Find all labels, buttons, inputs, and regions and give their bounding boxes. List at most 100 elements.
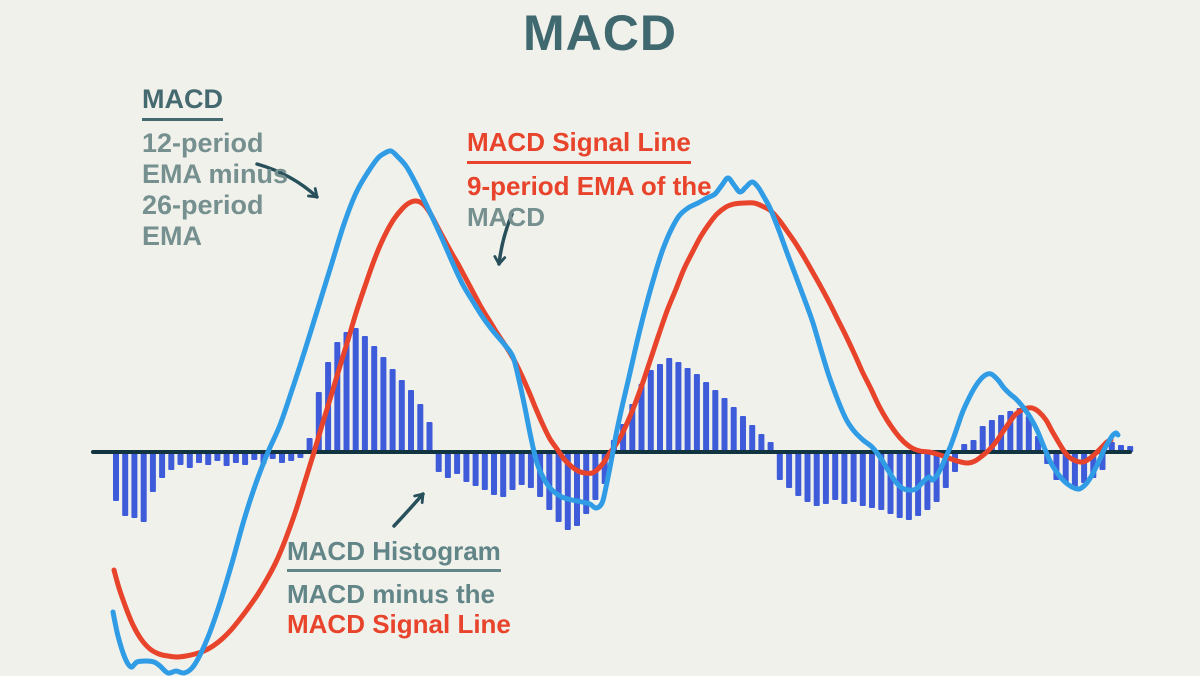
histogram-bar — [408, 390, 414, 452]
histogram-bar — [205, 452, 212, 465]
histogram-arrow — [392, 492, 425, 528]
signal-annotation-line1: 9-period EMA of the — [467, 171, 712, 201]
histogram-bar — [279, 452, 285, 463]
histogram-bar — [232, 452, 239, 463]
macd-annotation-line1: 12-period — [142, 128, 264, 158]
histogram-bar — [758, 434, 765, 452]
histogram-bar — [149, 452, 156, 492]
histogram-bar — [472, 452, 479, 486]
histogram-bar — [196, 452, 202, 463]
histogram-bar — [592, 452, 599, 500]
histogram-bar — [767, 442, 774, 452]
macd-annotation-heading: MACD — [142, 84, 223, 121]
histogram-bar — [1016, 408, 1023, 452]
histogram-bar — [693, 374, 700, 452]
histogram-annotation-heading: MACD Histogram — [287, 536, 501, 572]
histogram-bar — [859, 452, 866, 506]
macd-and-signal-lines — [110, 148, 1121, 676]
histogram-bar — [288, 452, 295, 461]
macd-line-annotation: MACD 12-period EMA minus 26-period EMA — [142, 84, 288, 252]
histogram-bar — [435, 452, 442, 472]
histogram-bar — [380, 357, 387, 452]
histogram-bar — [1062, 452, 1069, 483]
histogram-bar — [869, 452, 875, 508]
histogram-bar — [223, 452, 230, 466]
histogram-bar — [168, 452, 175, 470]
signal-line-arrow — [493, 212, 514, 266]
histogram-bar — [1081, 452, 1088, 483]
histogram-bar — [159, 452, 166, 478]
histogram-bar — [509, 452, 516, 490]
histogram-bar — [712, 390, 719, 452]
histogram-bar — [979, 426, 986, 452]
annotation-arrows — [255, 162, 514, 528]
histogram-bar — [214, 452, 221, 461]
signal-annotation-line2: MACD — [467, 202, 545, 232]
histogram-bar — [822, 452, 829, 504]
histogram-bar — [398, 380, 405, 452]
histogram-bar — [730, 407, 737, 452]
histogram-bar — [140, 452, 147, 522]
histogram-annotation-line2: MACD Signal Line — [287, 609, 511, 639]
macd-line-arrow — [255, 162, 319, 199]
histogram-bar — [657, 364, 663, 452]
histogram-bar — [444, 452, 451, 478]
histogram-bar — [361, 336, 368, 452]
histogram-annotation: MACD Histogram MACD minus the MACD Signa… — [287, 536, 511, 639]
histogram-bar — [555, 452, 562, 522]
histogram-bar — [527, 452, 534, 488]
histogram-bar — [638, 384, 645, 452]
macd-signal-line — [111, 198, 1114, 660]
histogram-bar — [749, 425, 756, 452]
histogram-bar — [546, 452, 553, 510]
histogram-bar — [675, 362, 682, 452]
histogram-bar — [850, 452, 857, 502]
macd-annotation-line2: EMA minus — [142, 159, 289, 189]
histogram-bar — [343, 332, 350, 452]
histogram-bar — [491, 452, 497, 495]
histogram-bar — [334, 342, 341, 452]
histogram-bar — [841, 452, 848, 504]
histogram-bar — [518, 452, 525, 485]
page-title: MACD — [523, 5, 677, 61]
histogram-bar — [795, 452, 802, 496]
histogram-bar — [564, 452, 571, 530]
macd-annotation-line4: EMA — [142, 221, 202, 251]
histogram-bar — [131, 452, 138, 518]
histogram-bar — [389, 369, 396, 452]
histogram-bar — [684, 368, 691, 452]
histogram-bar — [306, 438, 313, 452]
histogram-bar — [242, 452, 249, 465]
histogram-bar — [776, 452, 783, 480]
histogram-bar — [463, 452, 470, 482]
histogram-bar — [481, 452, 488, 490]
macd-line — [110, 148, 1121, 676]
histogram-bar — [647, 370, 654, 452]
histogram-bar — [371, 346, 378, 452]
histogram-bar — [500, 452, 507, 497]
histogram-bar — [352, 328, 359, 452]
signal-annotation-heading: MACD Signal Line — [467, 127, 691, 164]
histogram-bar — [721, 398, 728, 452]
histogram-bar — [1108, 442, 1115, 452]
histogram-bar — [426, 422, 433, 452]
histogram-annotation-line1: MACD minus the — [287, 579, 495, 609]
histogram-bar — [813, 452, 820, 506]
histogram-bar — [122, 452, 129, 516]
histogram-bar — [417, 404, 424, 452]
histogram-bar — [804, 452, 811, 502]
histogram-bar — [666, 358, 673, 452]
histogram-bar — [905, 452, 912, 520]
histogram-bar — [970, 440, 977, 452]
macd-annotation-line3: 26-period — [142, 190, 264, 220]
signal-line-annotation: MACD Signal Line 9-period EMA of the MAC… — [467, 127, 712, 233]
histogram-bar — [887, 452, 894, 514]
histogram-bar — [1025, 416, 1032, 452]
histogram-bar — [878, 452, 885, 510]
histogram-bar — [703, 382, 710, 452]
histogram-bar — [454, 452, 461, 474]
histogram-bar — [186, 452, 193, 468]
histogram-bar — [740, 416, 746, 452]
